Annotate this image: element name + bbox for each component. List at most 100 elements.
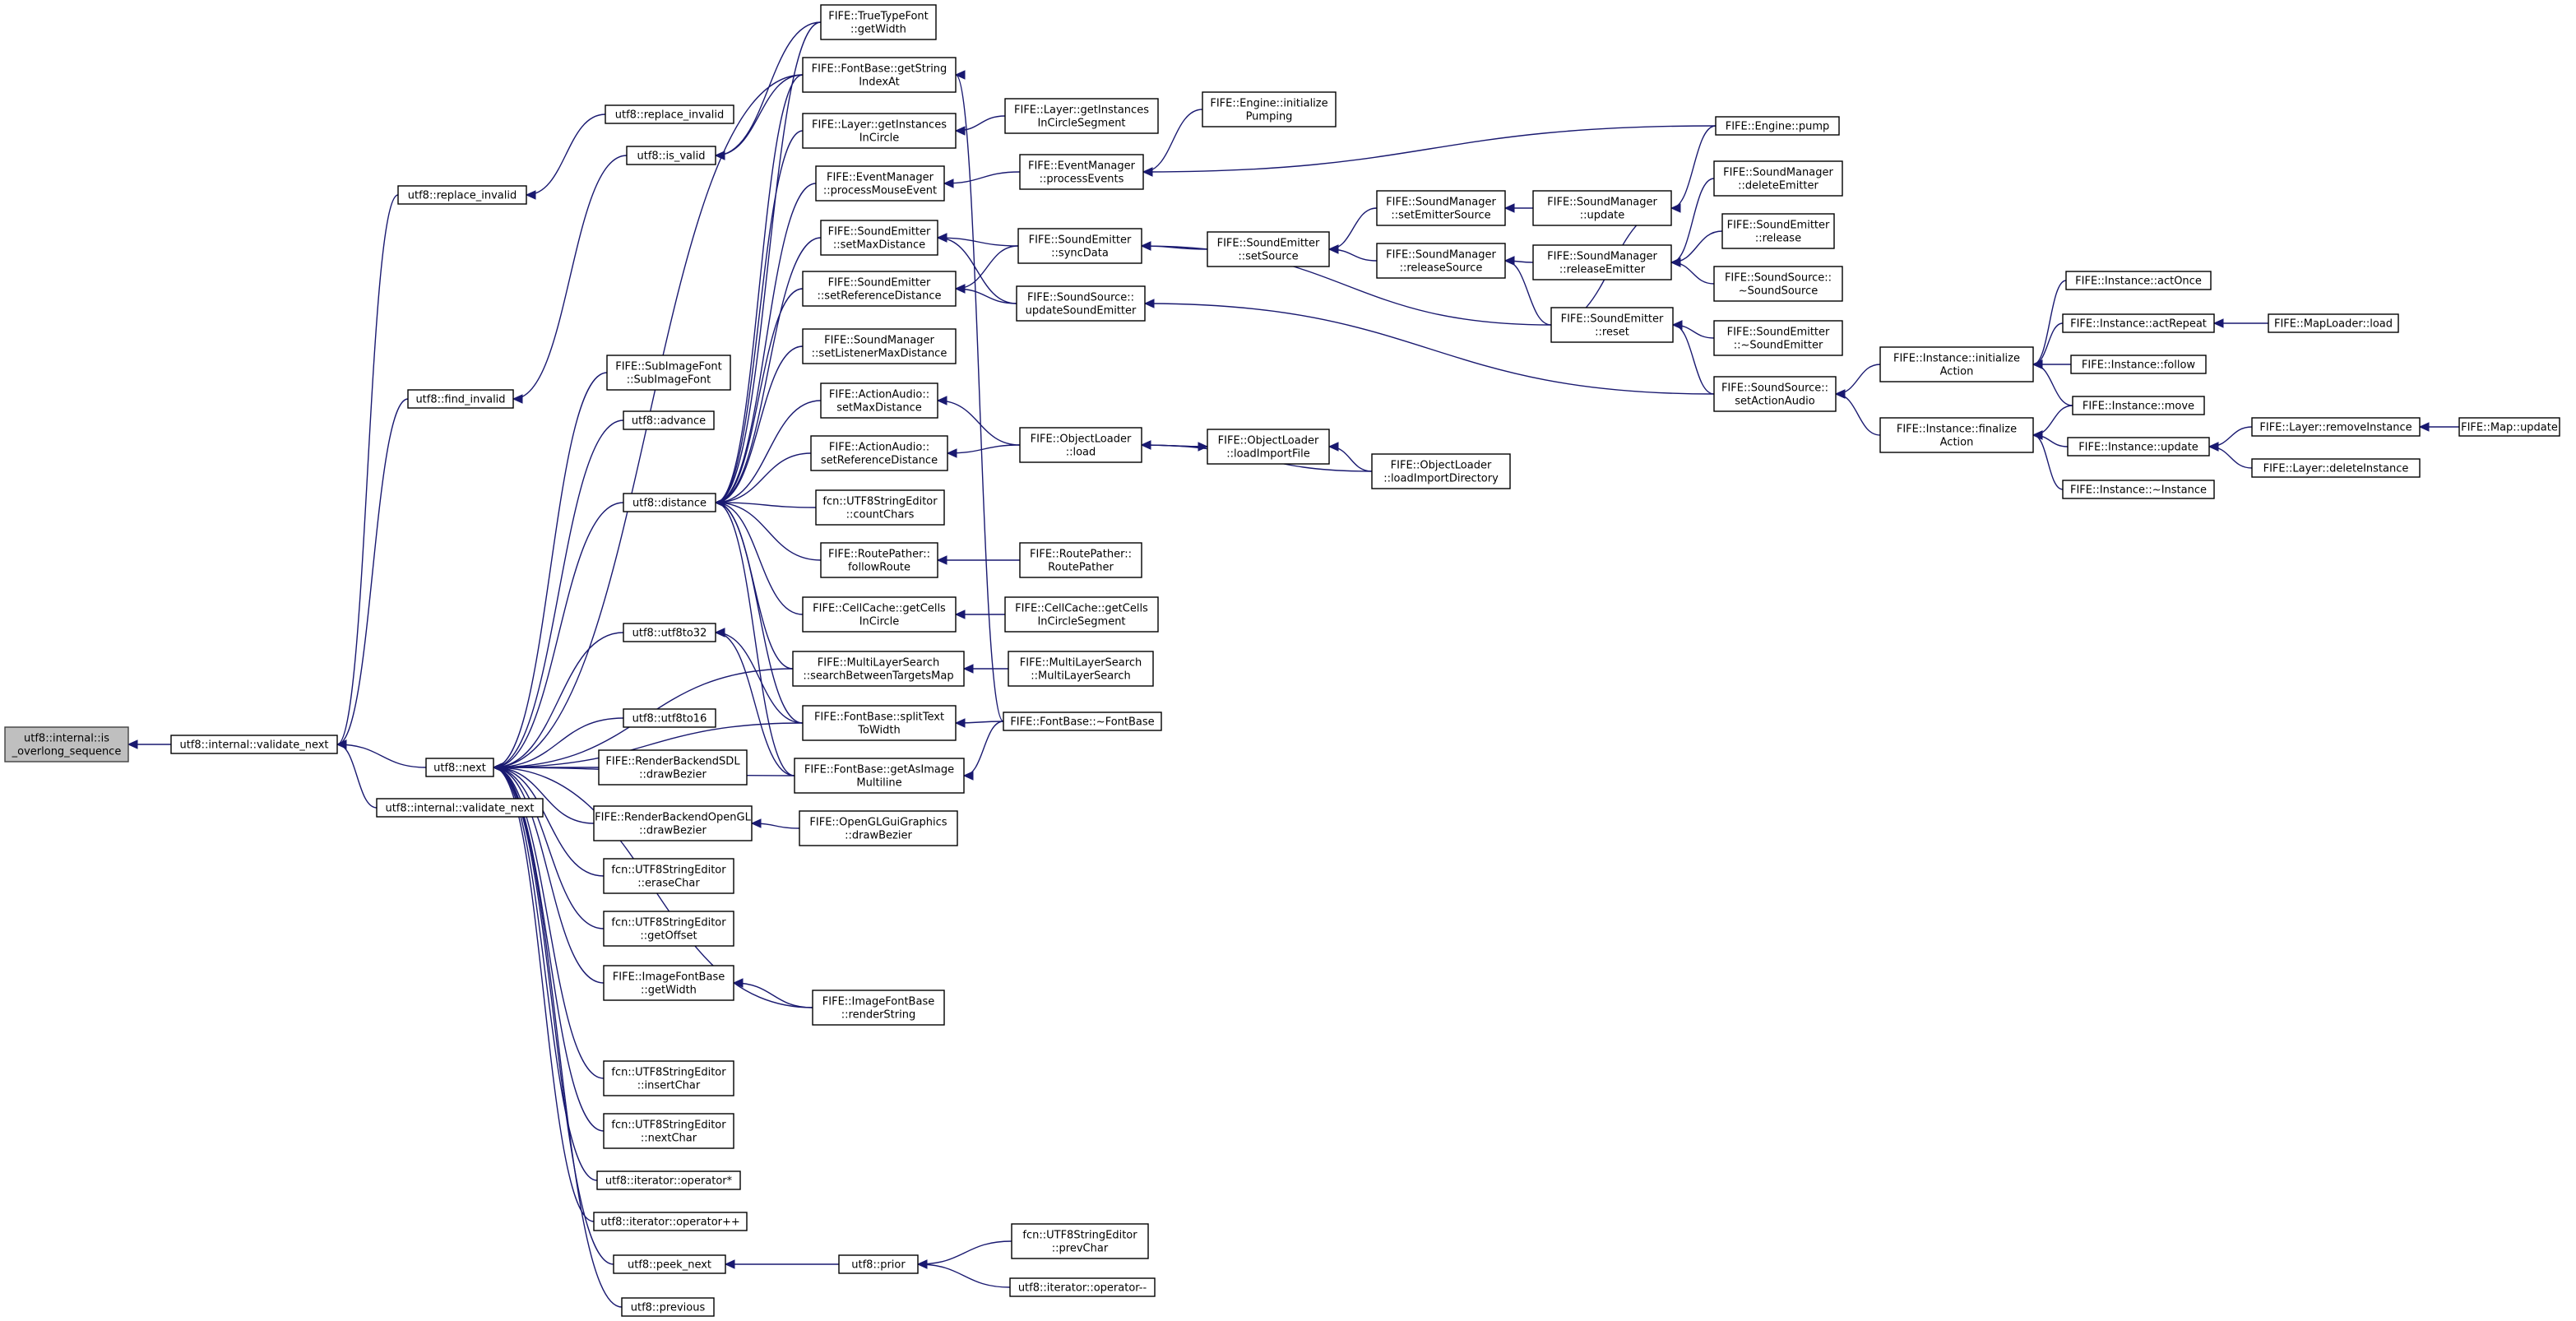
call-graph-node[interactable]: FIFE::Map::update [2458,417,2560,437]
call-graph-node[interactable]: FIFE::EventManager::processMouseEvent [815,165,945,202]
call-graph-node[interactable]: FIFE::Instance::update [2067,437,2210,457]
call-graph-node[interactable]: FIFE::ObjectLoader::loadImportFile [1207,429,1330,465]
call-graph-node[interactable]: FIFE::ObjectLoader::load [1019,427,1142,463]
call-graph-node[interactable]: FIFE::ImageFontBase::getWidth [603,965,734,1001]
node-label: ::setMaxDistance [833,239,925,252]
call-graph-node[interactable]: FIFE::SoundSource::updateSoundEmitter [1016,285,1146,322]
call-graph-node[interactable]: FIFE::OpenGLGuiGraphics::drawBezier [799,810,958,846]
call-graph-node[interactable]: FIFE::FontBase::~FontBase [1003,711,1162,731]
call-graph-node[interactable]: utf8::replace_invalid [605,104,734,124]
call-graph-node[interactable]: FIFE::SoundEmitter::setReferenceDistance [802,271,957,307]
node-label: ::getWidth [850,24,906,36]
call-graph-node[interactable]: FIFE::Instance::actRepeat [2062,313,2215,333]
call-edge [715,502,804,724]
call-graph-node[interactable]: utf8::replace_invalid [397,185,527,205]
call-graph-root-node[interactable]: utf8::internal::is_overlong_sequence [4,726,129,762]
call-graph-node[interactable]: FIFE::RoutePather::followRoute [820,542,938,578]
call-graph-node[interactable]: utf8::utf8to16 [623,708,716,728]
call-graph-node[interactable]: utf8::internal::validate_next [376,798,544,818]
call-graph-node[interactable]: utf8::utf8to32 [623,623,716,642]
call-graph-node[interactable]: utf8::iterator::operator* [596,1170,741,1190]
call-edge [1142,125,1717,173]
call-graph-node[interactable]: FIFE::Layer::deleteInstance [2251,458,2421,478]
call-graph-node[interactable]: fcn::UTF8StringEditor::insertChar [603,1060,734,1096]
call-graph-node[interactable]: FIFE::ObjectLoader::loadImportDirectory [1371,453,1511,489]
call-graph-node[interactable]: FIFE::RenderBackendSDL::drawBezier [598,749,748,786]
call-graph-node[interactable]: FIFE::SoundSource::~SoundSource [1713,266,1843,302]
call-graph-node[interactable]: FIFE::SoundEmitter::reset [1550,307,1674,343]
node-label: ::SubImageFont [627,374,711,387]
call-graph-node[interactable]: FIFE::Instance::follow [2070,355,2207,374]
call-graph-node[interactable]: utf8::distance [623,493,716,512]
node-label: utf8::peek_next [628,1259,711,1272]
node-box [1016,285,1146,322]
call-graph-node[interactable]: FIFE::Instance::actOnce [2065,271,2212,290]
call-graph-node[interactable]: FIFE::SoundSource::setActionAudio [1713,376,1837,412]
call-edge [715,74,804,156]
call-edge [937,400,1021,446]
arrowhead-icon [962,771,974,781]
call-graph-node[interactable]: FIFE::MultiLayerSearch::MultiLayerSearch [1008,651,1154,687]
call-graph-node[interactable]: fcn::UTF8StringEditor::eraseChar [603,858,734,894]
arrowhead-icon [946,448,957,458]
call-graph-node[interactable]: FIFE::SoundEmitter::syncData [1017,228,1142,264]
call-graph-node[interactable]: FIFE::SoundManager::deleteEmitter [1713,160,1843,197]
call-graph-node[interactable]: FIFE::SoundManager::setListenerMaxDistan… [802,328,957,364]
call-graph-node[interactable]: FIFE::Instance::move [2072,396,2205,415]
node-box [2065,271,2212,290]
call-graph-node[interactable]: utf8::prior [838,1254,919,1274]
call-graph-node[interactable]: FIFE::TrueTypeFont::getWidth [820,4,937,40]
call-graph-node[interactable]: FIFE::SoundManager::releaseEmitter [1532,244,1672,280]
call-graph-node[interactable]: FIFE::Instance::~Instance [2062,480,2215,499]
call-graph-node[interactable]: FIFE::SoundEmitter::release [1721,213,1835,249]
call-graph-node[interactable]: FIFE::SoundManager::releaseSource [1376,243,1506,279]
call-graph-node[interactable]: fcn::UTF8StringEditor::getOffset [603,911,734,947]
call-graph-node[interactable]: utf8::iterator::operator++ [593,1212,748,1231]
call-graph-node[interactable]: FIFE::RoutePather::RoutePather [1019,542,1142,578]
call-graph-node[interactable]: utf8::peek_next [613,1254,726,1274]
node-box [1019,542,1142,578]
call-graph-node[interactable]: fcn::UTF8StringEditor::nextChar [603,1113,734,1149]
call-graph-node[interactable]: FIFE::SoundEmitter::setSource [1207,231,1330,267]
node-label: ::update [1580,210,1625,222]
call-graph-node[interactable]: FIFE::ActionAudio::setReferenceDistance [810,435,948,471]
node-label: utf8::find_invalid [415,394,505,406]
call-graph-node[interactable]: FIFE::SoundManager::update [1532,190,1672,226]
call-edge [715,632,804,724]
call-graph-node[interactable]: FIFE::EventManager::processEvents [1019,154,1144,190]
call-graph-node[interactable]: utf8::previous [621,1297,715,1317]
call-graph-node[interactable]: fcn::UTF8StringEditor::countChars [815,489,945,526]
call-edge [493,419,624,768]
call-graph-node[interactable]: FIFE::MultiLayerSearch::searchBetweenTar… [792,651,965,687]
call-graph-node[interactable]: utf8::next [425,758,494,777]
call-graph-node[interactable]: FIFE::SoundEmitter::~SoundEmitter [1713,320,1843,356]
call-graph-node[interactable]: utf8::iterator::operator-- [1009,1277,1156,1297]
call-graph-node[interactable]: FIFE::Engine::pump [1715,116,1840,136]
call-graph-node[interactable]: FIFE::ActionAudio::setMaxDistance [820,382,938,419]
call-graph-node[interactable]: FIFE::SoundManager::setEmitterSource [1376,190,1506,226]
arrowhead-icon [1143,299,1155,308]
call-graph-node[interactable]: FIFE::ImageFontBase::renderString [812,990,945,1026]
call-graph-node[interactable]: utf8::is_valid [626,146,716,165]
call-graph-node[interactable]: FIFE::RenderBackendOpenGL::drawBezier [593,805,753,841]
call-graph-node[interactable]: utf8::advance [623,410,715,430]
call-edge [715,502,804,615]
node-box [1011,1223,1149,1259]
call-graph-node[interactable]: utf8::find_invalid [407,389,514,409]
call-graph-node[interactable]: FIFE::SubImageFont::SubImageFont [606,355,731,391]
call-graph-node[interactable]: utf8::internal::validate_next [170,735,338,754]
call-graph-node[interactable]: FIFE::MapLoader::load [2268,313,2399,333]
call-graph-node[interactable]: fcn::UTF8StringEditor::prevChar [1011,1223,1149,1259]
call-graph-node[interactable]: FIFE::SoundEmitter::setMaxDistance [820,220,938,256]
call-graph-node[interactable]: FIFE::Layer::removeInstance [2251,417,2421,437]
